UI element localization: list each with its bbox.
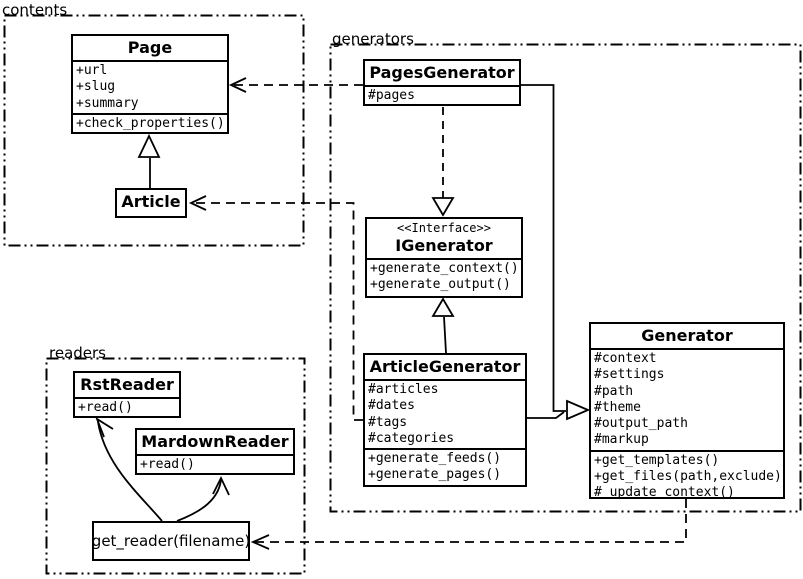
method: +generate_context() [370, 261, 519, 276]
class-articlegenerator: ArticleGenerator #articles #dates #tags … [363, 353, 527, 487]
class-mardownreader: MardownReader +read() [135, 428, 295, 475]
hollow-triangle-at-igenerator-top [431, 197, 455, 217]
class-generator-methods: +get_templates() +get_files(path,exclude… [591, 449, 783, 499]
attribute: #markup [594, 432, 649, 448]
class-igenerator: <<Interface>> IGenerator +generate_conte… [365, 217, 523, 298]
association-getreader-to-mardownreader [176, 479, 222, 522]
class-igenerator-methods: +generate_context() +generate_output() [367, 258, 521, 295]
attribute: #context [594, 351, 657, 366]
class-article: Article [115, 188, 187, 218]
package-border-contents [3, 14, 305, 247]
class-rstreader-name: RstReader [80, 375, 174, 394]
attribute: +slug [76, 79, 116, 95]
attribute: #output_path [594, 416, 688, 432]
attribute: +url [76, 63, 108, 78]
hollow-triangle-at-page-bottom [137, 133, 161, 158]
class-article-name: Article [121, 192, 181, 211]
attribute: #path [594, 383, 634, 399]
function-box-get-reader: get_reader(filename) [92, 521, 250, 561]
method: +get_templates() [594, 452, 720, 468]
association-getreader-to-rstreader [97, 421, 163, 522]
method: +read() [78, 400, 133, 415]
open-arrowhead-at-mardownreader [212, 475, 230, 496]
class-generator-attributes: #context #settings #path #theme #output_… [591, 348, 783, 450]
open-arrowhead-at-rstreader [95, 416, 114, 438]
function-box-label: get_reader(filename) [91, 532, 251, 550]
generalization-articlegenerator-to-igenerator [443, 316, 447, 354]
class-rstreader-methods: +read() [75, 397, 179, 416]
package-border-readers [45, 357, 306, 575]
class-generator: Generator #context #settings #path #them… [589, 322, 785, 499]
attribute: +summary [76, 95, 139, 111]
class-page-attributes: +url +slug +summary [73, 60, 227, 113]
method: +generate_output() [370, 277, 511, 293]
package-border-generators [329, 43, 802, 513]
class-pagesgenerator-attributes: #pages [365, 85, 519, 104]
attribute: #theme [594, 399, 641, 415]
class-igenerator-name: IGenerator [395, 236, 493, 255]
package-label-readers: readers [49, 344, 106, 362]
attribute: #categories [368, 430, 455, 446]
package-label-generators: generators [332, 30, 414, 48]
class-pagesgenerator: PagesGenerator #pages [363, 59, 521, 106]
attribute: #settings [594, 367, 665, 383]
class-articlegenerator-attributes: #articles #dates #tags #categories [365, 379, 525, 448]
open-arrowhead-at-getreader [250, 534, 270, 550]
hollow-triangle-at-igenerator-bottom [431, 297, 455, 317]
class-igenerator-stereotype: <<Interface>> [397, 221, 491, 235]
package-label-contents: contents [2, 1, 68, 19]
method: +check_properties() [76, 115, 225, 131]
generalization-articlegenerator-to-generator [527, 411, 565, 419]
method: #_update_context() [594, 485, 735, 499]
dependency-articlegenerator-to-article [192, 202, 363, 421]
class-articlegenerator-methods: +generate_feeds() +generate_pages() [365, 448, 525, 485]
class-rstreader: RstReader +read() [73, 371, 181, 418]
attribute: #articles [368, 382, 439, 397]
method: +read() [140, 457, 195, 472]
method: +generate_feeds() [368, 451, 502, 467]
attribute: #pages [368, 88, 415, 103]
attribute: #tags [368, 414, 408, 430]
class-mardownreader-methods: +read() [137, 454, 293, 473]
method: +generate_pages() [368, 467, 502, 483]
class-pagesgenerator-name: PagesGenerator [369, 63, 515, 82]
class-page: Page +url +slug +summary +check_properti… [71, 34, 229, 134]
open-arrowhead-at-article [188, 195, 207, 211]
class-articlegenerator-name: ArticleGenerator [369, 357, 521, 376]
attribute: #dates [368, 398, 415, 414]
generalization-pagesgenerator-to-generator [521, 84, 566, 412]
class-page-name: Page [127, 38, 173, 57]
class-page-methods: +check_properties() [73, 112, 227, 132]
class-generator-name: Generator [641, 326, 733, 345]
open-arrowhead-at-page [228, 77, 247, 93]
method: +get_files(path,exclude) [594, 469, 782, 485]
hollow-triangle-at-generator-left [566, 399, 591, 421]
dependency-generator-to-getreader [255, 499, 687, 543]
class-mardownreader-name: MardownReader [141, 432, 289, 451]
